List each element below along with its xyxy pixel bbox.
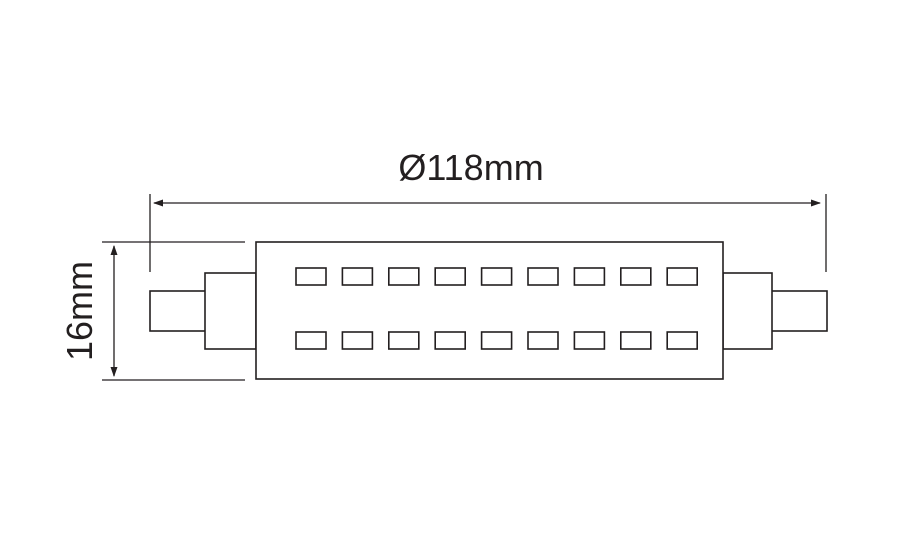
right-pin: [770, 290, 828, 332]
led-chip: [480, 331, 513, 350]
led-chip: [619, 331, 652, 350]
led-chip: [434, 267, 467, 286]
led-chip: [666, 331, 699, 350]
led-chip: [480, 267, 513, 286]
left-end-cap: [204, 272, 257, 350]
led-chip: [295, 267, 327, 286]
right-end-cap: [722, 272, 773, 350]
diameter-label: 16mm: [59, 261, 100, 361]
led-chip: [341, 331, 374, 350]
led-chip: [387, 331, 420, 350]
led-chip: [527, 331, 559, 350]
led-chip: [341, 267, 374, 286]
led-chip: [573, 331, 606, 350]
led-chip: [295, 331, 327, 350]
led-chip: [666, 267, 699, 286]
led-chip: [387, 267, 420, 286]
length-label: Ø118mm: [398, 147, 543, 188]
length-dimension: Ø118mm: [149, 147, 827, 272]
led-array: [295, 267, 699, 350]
led-chip: [527, 267, 559, 286]
lamp-outline: [149, 241, 828, 380]
lamp-tube: [255, 241, 724, 380]
led-chip: [619, 267, 652, 286]
left-pin: [149, 290, 207, 332]
led-chip: [434, 331, 467, 350]
diameter-dimension: 16mm: [59, 241, 245, 381]
led-chip: [573, 267, 606, 286]
